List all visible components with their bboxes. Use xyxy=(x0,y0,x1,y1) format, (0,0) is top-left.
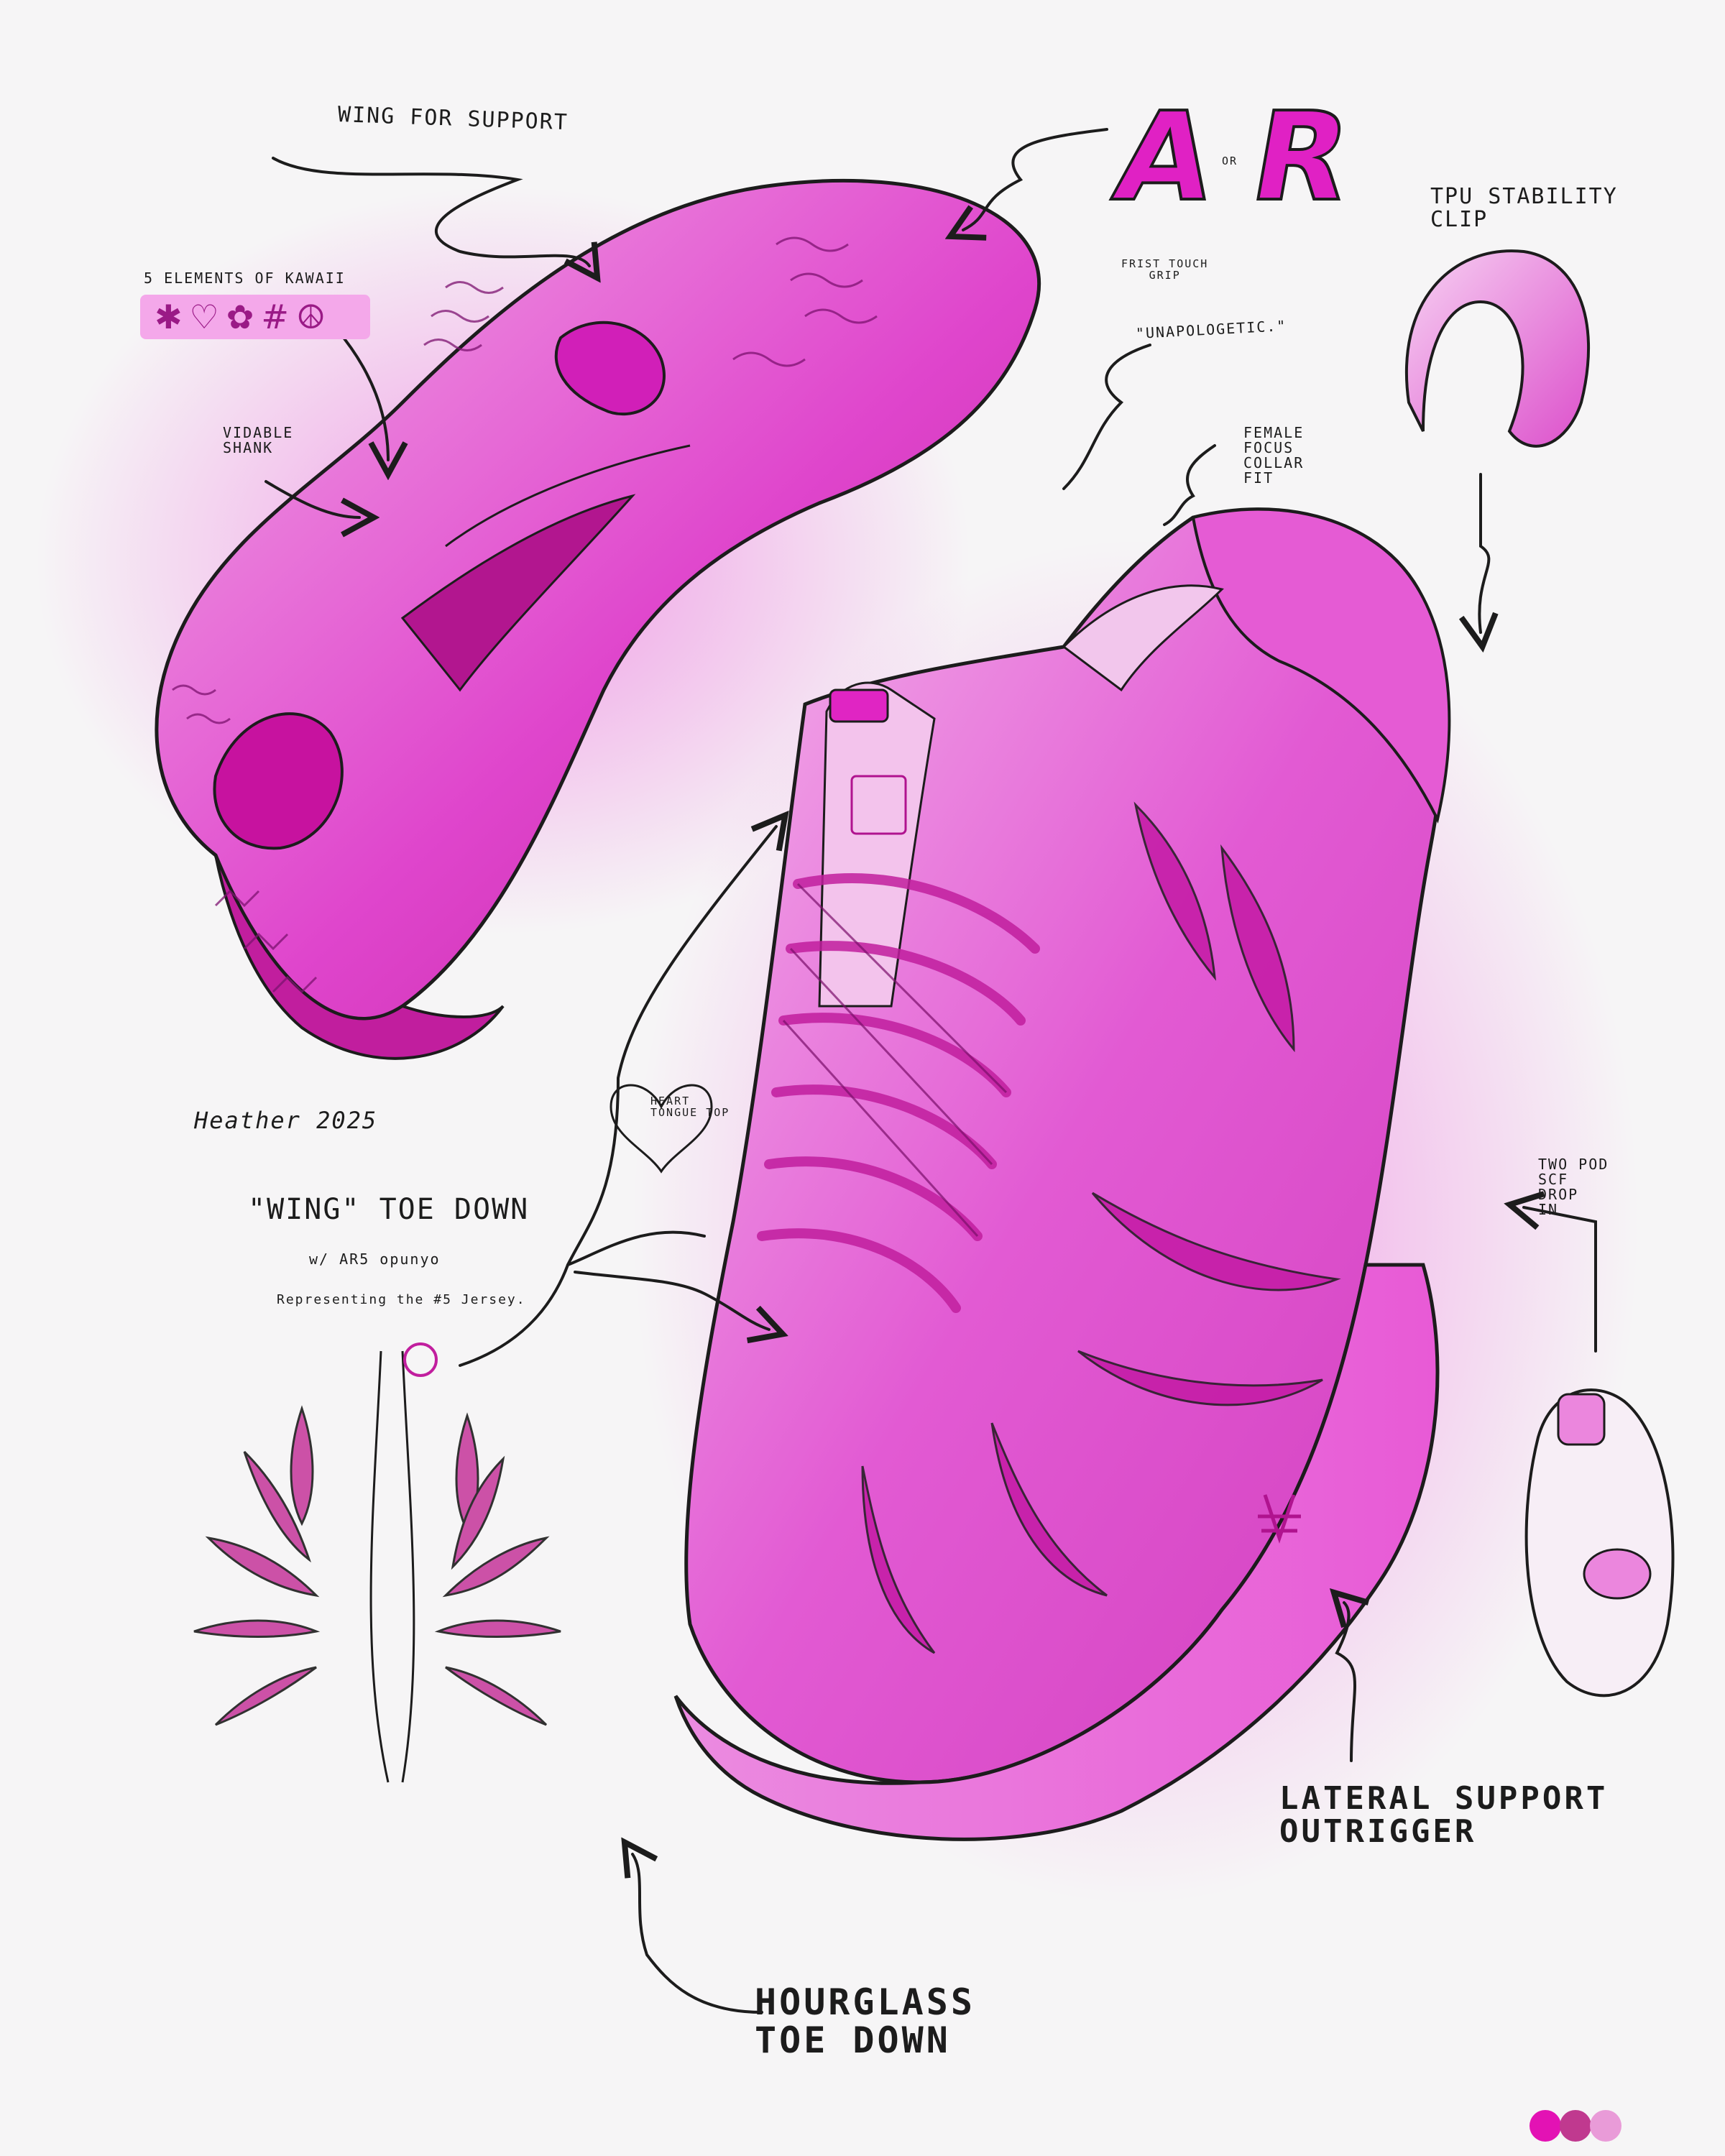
two-pod-label: TWO POD SCF DROP IN xyxy=(1538,1156,1609,1218)
vidable-shank-label: VIDABLE SHANK xyxy=(223,424,294,456)
two-pod-insole xyxy=(1524,1388,1675,1697)
logo-or: OR xyxy=(1222,155,1238,167)
forefoot-pod xyxy=(554,321,666,416)
female-focus-label: FEMALE FOCUS COLLAR FIT xyxy=(1243,424,1305,487)
midsole-logo xyxy=(1258,1494,1301,1544)
palette-swatch-1 xyxy=(1530,2110,1561,2142)
tongue-logo xyxy=(850,775,907,835)
tpu-clip-sketch xyxy=(1404,249,1591,448)
outsole-view-shoe xyxy=(36,178,1041,1060)
tongue-pull-tab xyxy=(829,688,889,723)
kawaii-highlight xyxy=(140,295,370,339)
tpu-clip-label: TPU STABILITY CLIP xyxy=(1430,184,1618,232)
leader-lines xyxy=(264,128,1597,2014)
lace-crossings xyxy=(782,883,1008,1238)
heart-tongue-label: HEART TONGUE TOP xyxy=(650,1095,730,1119)
designer-signature: Heather 2025 xyxy=(194,1107,378,1134)
kawaii-symbols: ✱♡✿#☮ xyxy=(155,298,334,336)
first-touch-grip-label: FRIST TOUCH GRIP xyxy=(1121,257,1209,282)
wing-fan-sketch xyxy=(193,1405,561,1726)
wing-toe-down-label: "WING" TOE DOWN xyxy=(248,1193,530,1226)
palette-swatch-3 xyxy=(1590,2110,1622,2142)
palette-swatch-2 xyxy=(1560,2110,1591,2142)
wing-fan-stem xyxy=(369,1350,415,1783)
main-shoe-lateral xyxy=(632,507,1639,1904)
wing-fan-top-circle xyxy=(403,1342,438,1377)
wing-overlays xyxy=(861,801,1341,1654)
hourglass-label: HOURGLASS TOE DOWN xyxy=(755,1981,975,2061)
kawaii-title: 5 ELEMENTS OF KAWAII xyxy=(144,270,346,287)
ar5-line2: Representing the #5 Jersey. xyxy=(277,1292,526,1307)
outsole-shape xyxy=(155,178,1041,1021)
heel-pod xyxy=(213,712,344,850)
ar5-line1: w/ AR5 opunyo xyxy=(309,1250,441,1268)
lateral-support-label: LATERAL SUPPORT OUTRIGGER xyxy=(1279,1780,1609,1851)
